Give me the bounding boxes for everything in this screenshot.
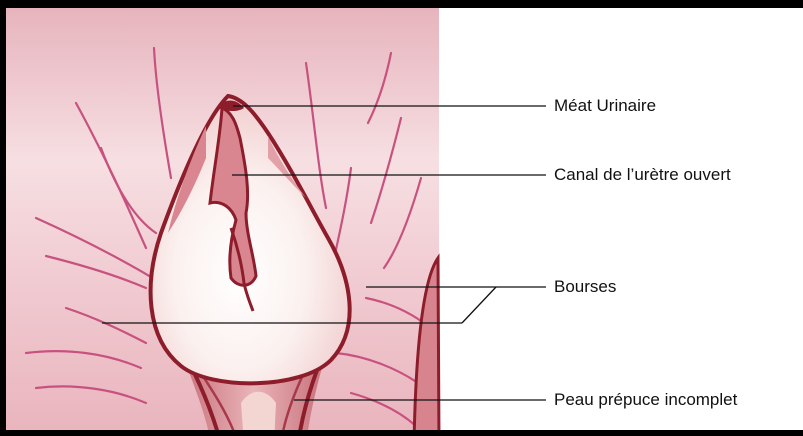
- label-meat-urinaire: Méat Urinaire: [554, 96, 656, 116]
- label-bourses: Bourses: [554, 277, 616, 297]
- label-canal-uretre: Canal de l’urètre ouvert: [554, 165, 731, 185]
- label-peau-prepuce: Peau prépuce incomplet: [554, 390, 737, 410]
- prepuce-hood: [241, 392, 276, 436]
- leader-bourses-diag-1: [462, 287, 496, 323]
- hypospadias-illustration: [6, 8, 803, 436]
